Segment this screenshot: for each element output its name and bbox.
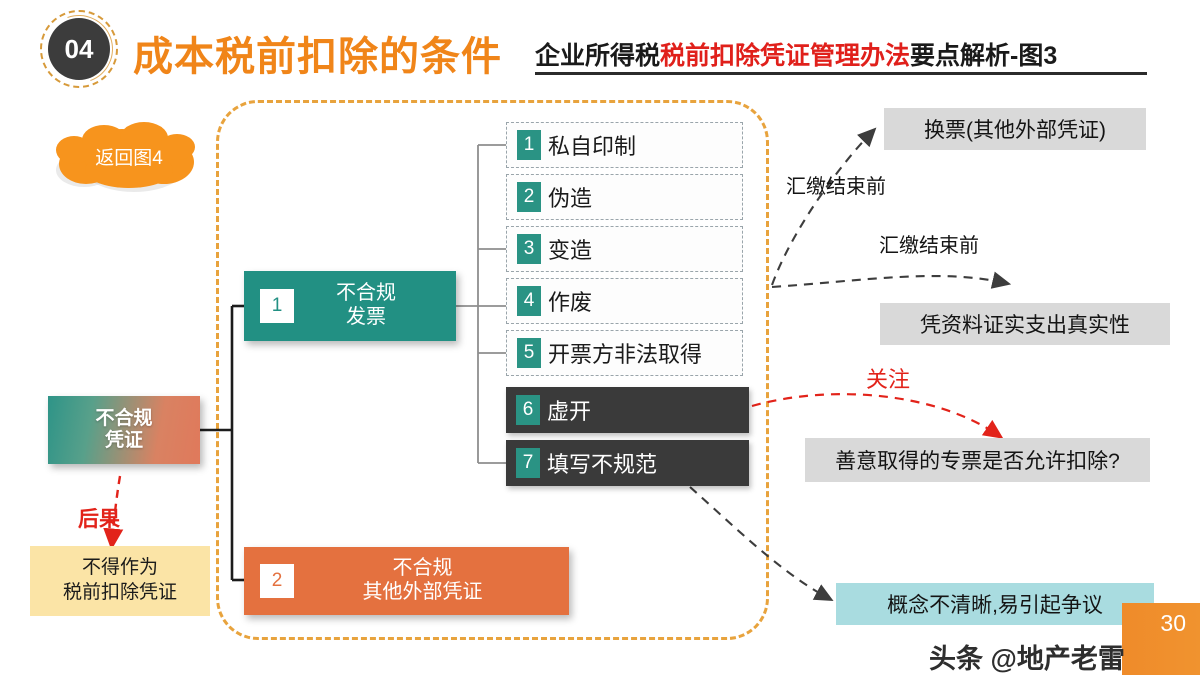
section-number-badge: 04 [48,18,110,80]
cloud-icon [56,122,195,192]
list-item-highlighted[interactable]: 7 填写不规范 [506,440,749,486]
category-label: 不合规 其他外部凭证 [294,557,569,604]
item-label: 伪造 [548,186,593,211]
result-line-2: 税前扣除凭证 [62,582,177,603]
subtitle-part-2: 要点解析-图3 [910,42,1058,70]
list-item[interactable]: 5 开票方非法取得 [506,330,743,376]
page-number: 30 [1160,610,1186,636]
arrow-to-exchange-callout [771,127,877,286]
page-subtitle: 企业所得税税前扣除凭证管理办法要点解析-图3 [535,36,1057,72]
root-node-line-2: 凭证 [104,430,143,451]
root-node-line-1: 不合规 [95,407,153,429]
return-cloud-label: 返回图4 [95,147,163,169]
list-item-highlighted[interactable]: 6 虚开 [506,387,749,433]
callout-exchange-voucher[interactable]: 换票(其他外部凭证) [884,108,1146,150]
item-number-badge: 4 [517,286,541,316]
item-label: 私自印制 [548,134,637,159]
item-label: 填写不规范 [547,452,658,477]
consequence-label: 后果 [78,508,120,531]
item-number-badge: 1 [517,130,541,160]
category-line-2: 发票 [346,306,386,328]
item-number-badge: 7 [516,448,540,478]
category-line-2: 其他外部凭证 [362,581,483,603]
dashed-group-container [216,100,769,640]
item-label: 作废 [548,290,593,315]
return-cloud-button[interactable]: 返回图4 [34,112,224,204]
result-node-not-deductible[interactable]: 不得作为 税前扣除凭证 [30,546,210,616]
page-title: 成本税前扣除的条件 [133,35,502,79]
list-item[interactable]: 1 私自印制 [506,122,743,168]
category-node-illegal-invoice[interactable]: 1 不合规 发票 [244,271,456,341]
category-label: 不合规 发票 [294,282,456,329]
callout-evidence-proof[interactable]: 凭资料证实支出真实性 [880,303,1170,345]
item-number-badge: 3 [517,234,541,264]
annotation-deadline-2: 汇缴结束前 [879,235,979,257]
item-number-badge: 6 [516,395,540,425]
callout-good-faith-question[interactable]: 善意取得的专票是否允许扣除? [805,438,1150,482]
arrow-to-evidence-callout [771,271,1012,289]
category-line-1: 不合规 [392,557,453,580]
item-label: 虚开 [547,399,592,424]
item-label: 变造 [548,238,593,263]
subtitle-part-1: 企业所得税 [535,42,661,70]
item-number-badge: 2 [517,182,541,212]
subtitle-part-highlight: 税前扣除凭证管理办法 [660,42,911,70]
arrow-attention-to-question [751,393,1004,439]
annotation-attention: 关注 [866,367,911,392]
list-item[interactable]: 2 伪造 [506,174,743,220]
watermark: 头条 @地产老雷 [929,644,1125,674]
result-line-1: 不得作为 [81,557,158,579]
category-number-badge: 1 [260,289,294,323]
list-item[interactable]: 4 作废 [506,278,743,324]
header-badge-ring-outer [40,10,118,88]
item-label: 开票方非法取得 [548,342,703,367]
list-item[interactable]: 3 变造 [506,226,743,272]
category-line-1: 不合规 [336,282,396,305]
item-number-badge: 5 [517,338,541,368]
page-number-band [1122,603,1200,675]
category-node-other-external-voucher[interactable]: 2 不合规 其他外部凭证 [244,547,569,615]
callout-unclear-concept[interactable]: 概念不清晰,易引起争议 [836,583,1154,625]
root-node-illegal-voucher[interactable]: 不合规 凭证 [48,396,200,464]
annotation-deadline-1: 汇缴结束前 [786,176,886,198]
category-number-badge: 2 [260,564,294,598]
header-underline [535,72,1147,75]
